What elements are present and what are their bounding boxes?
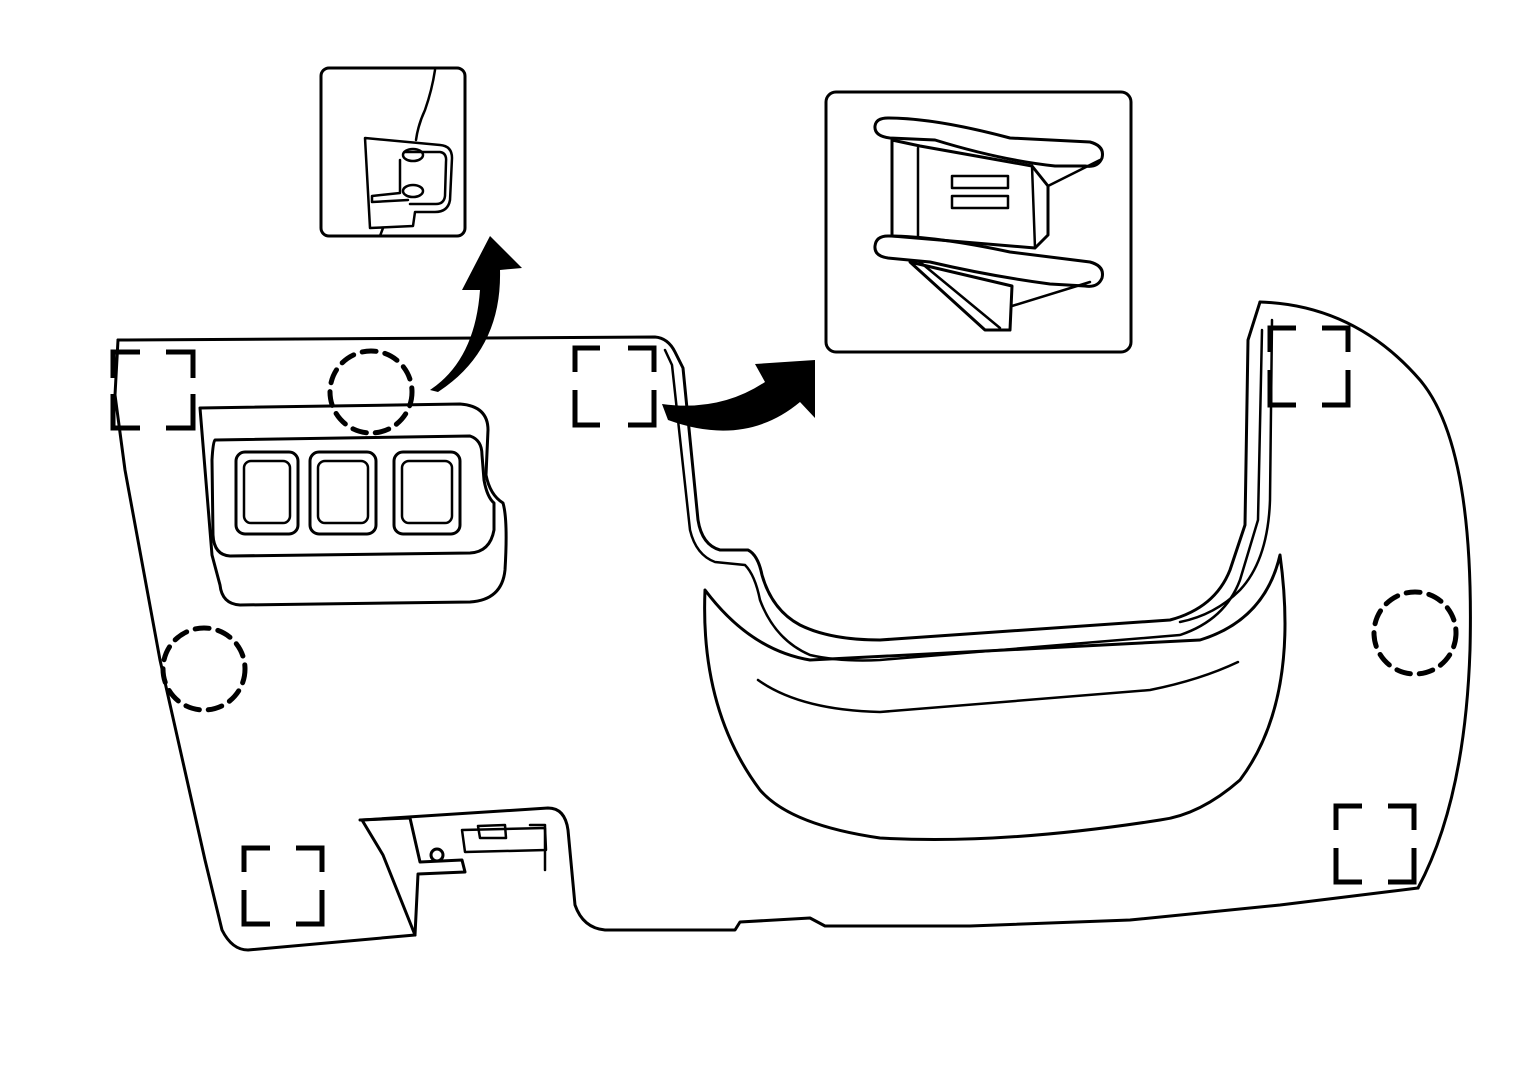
switch-buttons	[234, 450, 462, 536]
pawl-marker-2	[160, 625, 248, 713]
pawl-detail-frame	[319, 66, 467, 238]
switch-button-1-face	[242, 459, 292, 525]
clip-callout-arrow	[662, 360, 815, 431]
metal-clip-marker-1	[110, 349, 196, 431]
metal-clip-marker-3	[1267, 325, 1351, 408]
lower-panel-outline	[113, 300, 1420, 952]
bracket-hole	[429, 847, 445, 863]
knee-recess	[703, 553, 1287, 842]
pawl-marker-1	[327, 348, 415, 436]
metal-clip-marker-2	[572, 345, 657, 428]
right-panel-outline	[1178, 300, 1472, 890]
pawl-marker-3	[1371, 589, 1459, 677]
pawl-detail-box	[319, 66, 467, 238]
switch-button-1	[234, 450, 300, 536]
pawl-callout-arrow	[430, 236, 522, 392]
switch-button-2	[308, 450, 378, 536]
metal-clip-detail-frame	[824, 90, 1133, 354]
metal-clip-marker-5	[1333, 803, 1417, 885]
switch-button-3-face	[400, 459, 454, 525]
metal-clip-detail-box	[824, 90, 1133, 354]
bottom-bracket	[358, 816, 548, 937]
switch-button-2-face	[316, 459, 370, 525]
metal-clip-marker-4	[241, 845, 325, 927]
switch-button-3	[392, 450, 462, 536]
switch-bezel	[198, 402, 508, 607]
